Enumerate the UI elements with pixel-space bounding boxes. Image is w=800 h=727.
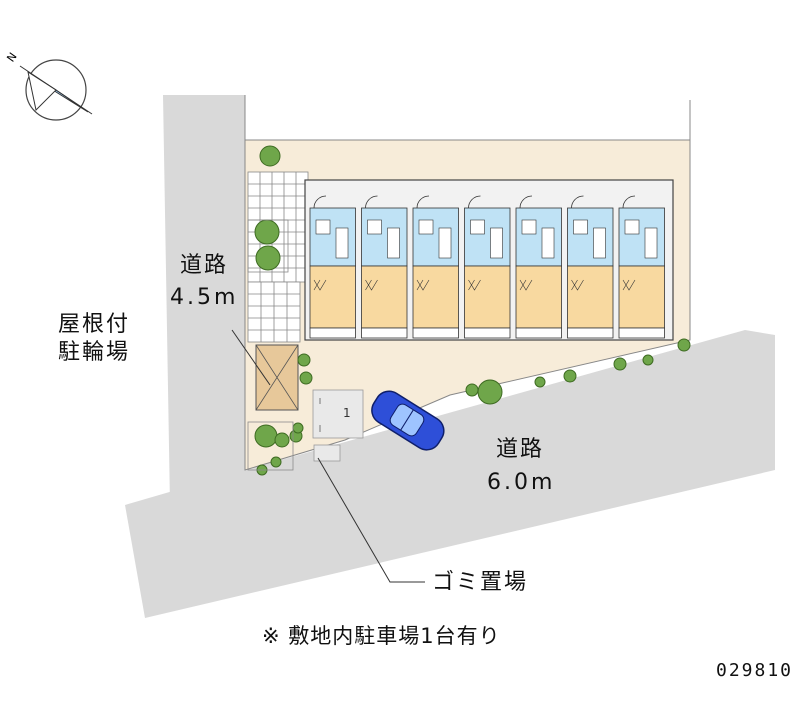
apartment-unit bbox=[309, 195, 356, 339]
bike-parking-structure bbox=[255, 344, 299, 411]
bike-parking-label-line1: 屋根付 bbox=[58, 312, 131, 337]
compass-north-label: N bbox=[4, 50, 19, 64]
apartment-units bbox=[309, 195, 665, 339]
apartment-unit bbox=[412, 195, 459, 339]
garbage-area bbox=[313, 444, 341, 462]
left-road-width: 4.5m bbox=[170, 285, 239, 310]
garbage-label: ゴミ置場 bbox=[432, 570, 529, 595]
front-road-name: 道路 bbox=[496, 437, 545, 462]
front-road bbox=[125, 330, 775, 618]
property-code: 029810 bbox=[716, 660, 794, 681]
trees bbox=[254, 145, 691, 476]
shrub-beds bbox=[247, 219, 294, 471]
bike-parking-leader bbox=[231, 329, 271, 386]
apartment-unit bbox=[618, 195, 665, 339]
bike-parking-label-line2: 駐輪場 bbox=[58, 340, 131, 365]
apartment-unit bbox=[567, 195, 614, 339]
apartment-unit bbox=[361, 195, 408, 339]
parking-slot: 1 bbox=[312, 389, 364, 439]
garbage-leader bbox=[317, 457, 425, 583]
compass-icon: N bbox=[4, 50, 93, 121]
parking-slot-number: 1 bbox=[343, 406, 351, 420]
car-icon bbox=[371, 390, 445, 451]
front-road-width: 6.0m bbox=[487, 470, 556, 495]
left-road-name: 道路 bbox=[180, 253, 229, 278]
apartment-unit bbox=[515, 195, 562, 339]
apartment-unit bbox=[464, 195, 511, 339]
parking-note: ※ 敷地内駐車場1台有り bbox=[262, 624, 501, 648]
left-road bbox=[163, 95, 245, 505]
